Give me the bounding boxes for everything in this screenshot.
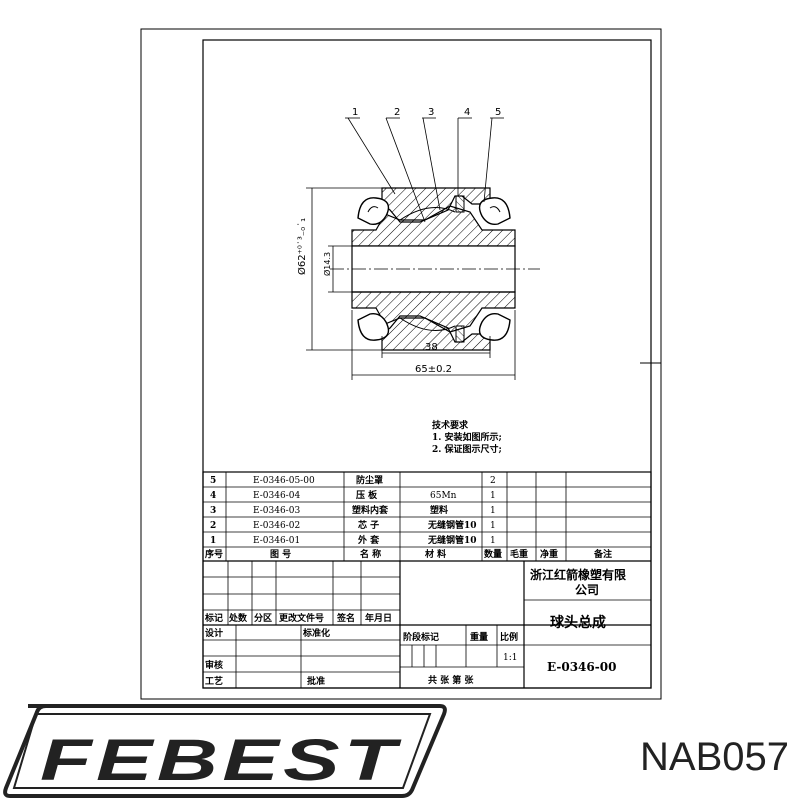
label-design: 设计 [205, 627, 223, 639]
label-doc: 更改文件号 [279, 612, 324, 624]
label-date: 年月日 [365, 612, 392, 624]
part-qty: 1 [490, 521, 496, 531]
callout-2: 2 [394, 107, 400, 118]
label-ratio: 比例 [500, 631, 518, 643]
part-no: 2 [210, 521, 216, 531]
outer-diameter-dimension: Ø62⁺⁰˙³₋₀˙₁ [296, 218, 308, 275]
part-no: 1 [210, 536, 216, 546]
part-name: 外 套 [357, 534, 380, 546]
header-net: 净重 [540, 548, 558, 560]
label-zone: 分区 [254, 612, 272, 624]
parts-row: 1 E-0346-01 外 套 无缝钢管10 1 [210, 534, 496, 546]
parts-row: 3 E-0346-03 塑料内套 塑料 1 [210, 504, 496, 516]
drawing-number: E-0346-00 [547, 660, 616, 674]
parts-row: 2 E-0346-02 芯 子 无缝钢管10 1 [210, 519, 496, 531]
parts-row: 4 E-0346-04 压 板 65Mn 1 [210, 489, 496, 501]
label-review: 审核 [205, 659, 223, 671]
callout-leaders [345, 117, 504, 223]
header-material: 材 料 [424, 548, 446, 560]
notes-line-2: 2. 保证图示尺寸; [432, 443, 502, 455]
notes-title: 技术要求 [432, 419, 469, 431]
inner-length-dimension: 38 [425, 342, 438, 353]
parts-row: 5 E-0346-05-00 防尘罩 2 [210, 474, 496, 486]
febest-logo: FEBEST [3, 704, 447, 798]
part-qty: 1 [490, 506, 496, 516]
brand-text: FEBEST [40, 728, 402, 793]
sheets-label: 共 张 第 张 [428, 674, 474, 686]
callout-3: 3 [428, 107, 434, 118]
part-material: 65Mn [430, 491, 457, 501]
label-approve: 批准 [307, 675, 325, 687]
label-mark: 标记 [204, 612, 223, 624]
header-code: 图 号 [270, 549, 291, 560]
product-name: 球头总成 [550, 614, 606, 631]
label-weight: 重量 [470, 631, 488, 643]
part-name: 芯 子 [358, 519, 379, 531]
part-code: E-0346-05-00 [253, 476, 315, 486]
notes-line-1: 1. 安装如图所示; [432, 431, 502, 443]
label-standard: 标准化 [302, 627, 330, 639]
title-block-grid [203, 561, 651, 688]
callout-1: 1 [352, 107, 358, 118]
header-no: 序号 [205, 548, 223, 560]
bore-diameter-dimension: Ø14.3 [322, 252, 332, 276]
callout-5: 5 [495, 107, 501, 118]
part-name: 压 板 [356, 489, 378, 501]
part-material: 无缝钢管10 [427, 519, 477, 531]
part-no: 3 [210, 506, 216, 516]
part-code: E-0346-01 [253, 536, 300, 546]
part-number: NAB057 [640, 735, 789, 779]
company-name: 浙江红箭橡塑有限 [530, 567, 626, 582]
header-name: 名 称 [360, 548, 381, 560]
outer-frame [140, 28, 662, 700]
part-no: 5 [210, 476, 216, 486]
part-qty: 1 [490, 491, 496, 501]
header-qty: 数量 [484, 548, 502, 560]
bushing-section [330, 187, 540, 351]
part-name: 塑料内套 [352, 504, 389, 516]
part-material: 塑料 [430, 504, 448, 516]
header-remark: 备注 [593, 548, 612, 560]
label-process: 工艺 [205, 675, 223, 687]
company-name-2: 公司 [575, 583, 599, 597]
parts-table-grid [202, 471, 652, 689]
part-code: E-0346-04 [253, 491, 300, 501]
label-count: 处数 [228, 612, 248, 624]
overall-length-dimension: 65±0.2 [415, 364, 452, 375]
part-material: 无缝钢管10 [427, 534, 477, 546]
part-qty: 1 [490, 536, 496, 546]
part-qty: 2 [490, 476, 496, 486]
label-stage: 阶段标记 [403, 631, 439, 643]
part-name: 防尘罩 [356, 474, 383, 486]
header-weight: 毛重 [510, 548, 528, 560]
callout-4: 4 [464, 107, 470, 118]
part-no: 4 [210, 491, 216, 501]
part-code: E-0346-03 [253, 506, 300, 516]
part-code: E-0346-02 [253, 521, 300, 531]
dimension-lines [306, 187, 516, 380]
label-sign: 签名 [336, 612, 355, 624]
title-block: 浙江红箭橡塑有限 公司 球头总成 E-0346-00 1:1 共 张 第 张 标… [204, 567, 626, 687]
scale-value: 1:1 [503, 653, 517, 663]
parts-header: 序号 图 号 名 称 材 料 数量 毛重 净重 备注 [205, 548, 612, 560]
